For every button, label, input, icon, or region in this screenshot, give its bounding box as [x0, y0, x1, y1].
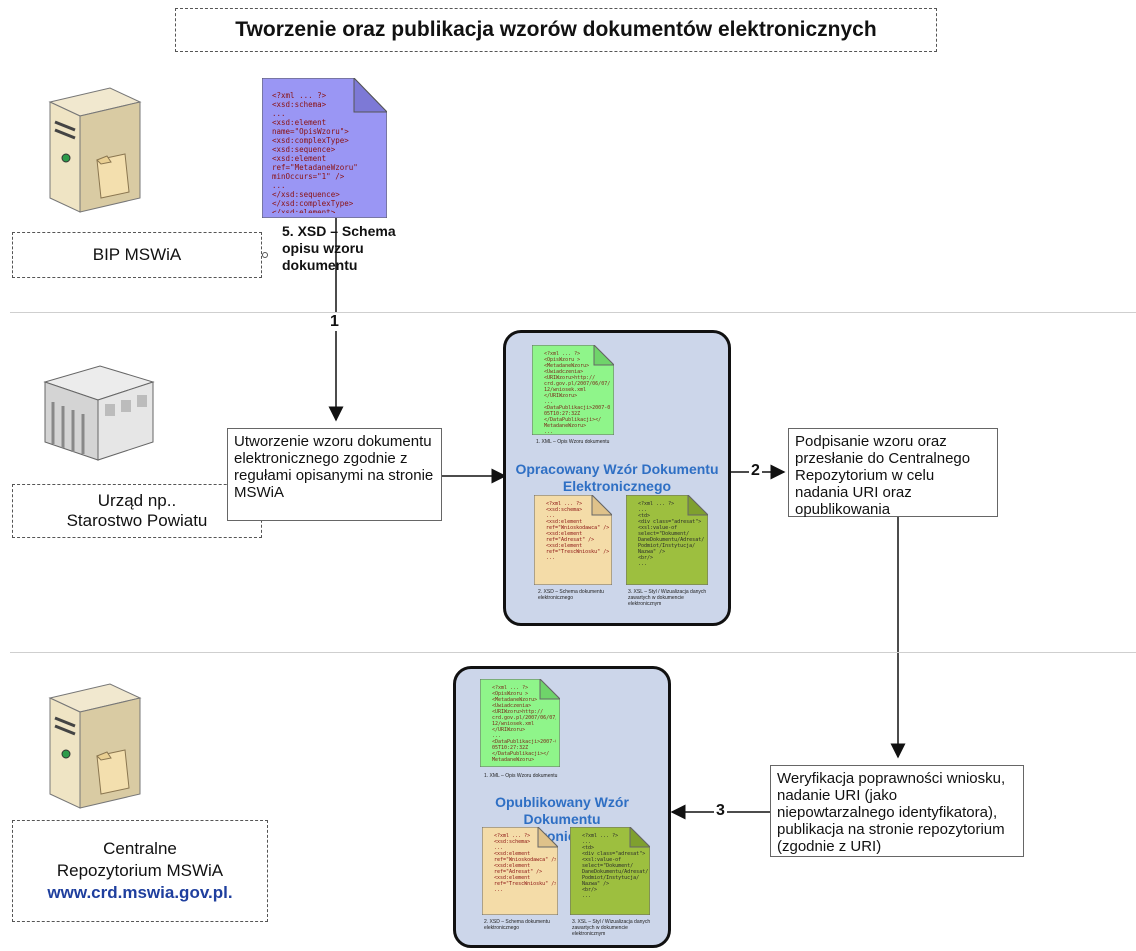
xsl-mini-code: <?xml ... ?> ... <td> <div class="adresa…: [582, 833, 648, 899]
server-icon: [35, 676, 155, 816]
document-icon: [480, 679, 560, 767]
xsd-mini-document: <?xml ... ?> <xsd:schema> ... <xsd:eleme…: [534, 495, 612, 585]
xml-mini-code: <?xml ... ?> <OpisWzoru > <MetadaneWzoru…: [492, 685, 556, 765]
step-3-label: 3: [714, 802, 727, 820]
bullet-marker: [262, 252, 268, 258]
xsd-mini-caption: 2. XSD – Schema dokumentu elektroniczneg…: [484, 919, 550, 931]
draft-template-panel: <?xml ... ?> <OpisWzoru > <MetadaneWzoru…: [503, 330, 731, 626]
lane-label-bip: BIP MSWiA: [12, 232, 262, 278]
xsd-schema-document: <?xml ... ?> <xsd:schema> ... <xsd:eleme…: [262, 78, 387, 218]
document-icon: [262, 78, 387, 218]
crd-url-link[interactable]: www.crd.mswia.gov.pl.: [47, 883, 233, 902]
xsd-caption-line3: dokumentu: [282, 257, 358, 273]
xml-mini-caption: 1. XML – Opis Wzoru dokumentu: [536, 439, 610, 445]
xsl-mini-document: <?xml ... ?> ... <td> <div class="adresa…: [626, 495, 708, 585]
document-icon: [570, 827, 650, 915]
xsd-caption-line1: 5. XSD – Schema: [282, 223, 396, 239]
document-icon: [626, 495, 708, 585]
create-template-box: Utworzenie wzoru dokumentu elektroniczne…: [227, 428, 442, 521]
xsd-mini-document: <?xml ... ?> <xsd:schema> ... <xsd:eleme…: [482, 827, 558, 915]
draft-panel-title-line2: Elektronicznego: [562, 478, 672, 494]
lane-label-crd: Centralne Repozytorium MSWiA www.crd.msw…: [12, 820, 268, 922]
published-panel-title-line1: Opublikowany Wzór Dokumentu: [495, 794, 629, 827]
lane-label-urzad-line1: Urząd np..: [97, 491, 177, 510]
xml-mini-code: <?xml ... ?> <OpisWzoru > <MetadaneWzoru…: [544, 351, 610, 433]
lane-label-crd-line2: Repozytorium MSWiA: [56, 861, 224, 880]
xsd-schema-code: <?xml ... ?> <xsd:schema> ... <xsd:eleme…: [272, 91, 358, 213]
xsl-mini-code: <?xml ... ?> ... <td> <div class="adresa…: [638, 501, 705, 567]
xml-mini-document: <?xml ... ?> <OpisWzoru > <MetadaneWzoru…: [480, 679, 560, 767]
document-icon: [534, 495, 612, 585]
lane-label-bip-text: BIP MSWiA: [92, 245, 182, 264]
lane-label-crd-line1: Centralne: [103, 839, 177, 858]
xml-mini-document: <?xml ... ?> <OpisWzoru > <MetadaneWzoru…: [532, 345, 614, 435]
step-2-label: 2: [749, 462, 762, 480]
sign-and-send-box: Podpisanie wzoru oraz przesłanie do Cent…: [788, 428, 998, 518]
draft-panel-title: Opracowany Wzór Dokumentu Elektroniczneg…: [510, 461, 724, 495]
server-icon: [35, 80, 155, 220]
verify-publish-box: Weryfikacja poprawności wniosku, nadanie…: [770, 765, 1024, 857]
document-icon: [482, 827, 558, 915]
xsd-mini-caption: 2. XSD – Schema dokumentu elektroniczneg…: [538, 589, 604, 601]
draft-panel-title-line1: Opracowany Wzór Dokumentu: [515, 461, 719, 477]
xsl-mini-caption: 3. XSL – Styl / Wizualizacja danych zawa…: [628, 589, 707, 607]
xsl-mini-caption: 3. XSL – Styl / Wizualizacja danych zawa…: [572, 919, 651, 937]
lane-separator-top: [10, 312, 1136, 313]
xml-mini-caption: 1. XML – Opis Wzoru dokumentu: [484, 773, 558, 779]
step-1-label: 1: [328, 313, 341, 331]
lane-label-urzad-line2: Starostwo Powiatu: [66, 511, 208, 530]
xsd-mini-code: <?xml ... ?> <xsd:schema> ... <xsd:eleme…: [546, 501, 610, 561]
lane-separator-bottom: [10, 652, 1136, 653]
published-template-panel: <?xml ... ?> <OpisWzoru > <MetadaneWzoru…: [453, 666, 671, 948]
document-icon: [532, 345, 614, 435]
xsd-schema-caption: 5. XSD – Schema opisu wzoru dokumentu: [282, 223, 422, 274]
xsd-caption-line2: opisu wzoru: [282, 240, 364, 256]
building-icon: [35, 360, 160, 470]
xsl-mini-document: <?xml ... ?> ... <td> <div class="adresa…: [570, 827, 650, 915]
diagram-title: Tworzenie oraz publikacja wzorów dokumen…: [175, 8, 937, 52]
xsd-mini-code: <?xml ... ?> <xsd:schema> ... <xsd:eleme…: [494, 833, 556, 893]
lane-label-urzad: Urząd np.. Starostwo Powiatu: [12, 484, 262, 538]
